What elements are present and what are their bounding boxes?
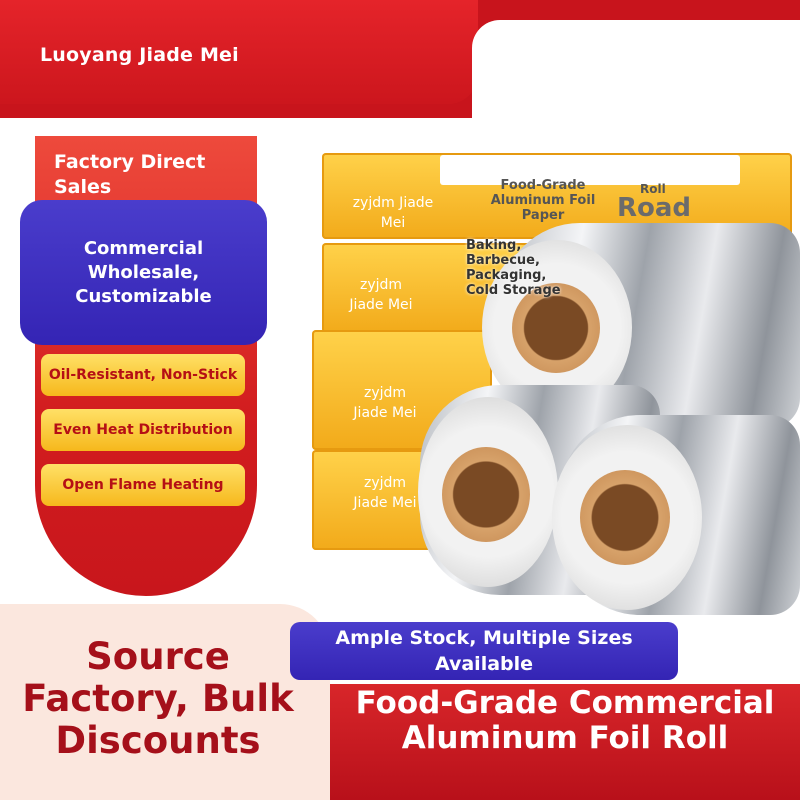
bottom-title-banner xyxy=(300,684,800,800)
bulk-discount-slogan: Source Factory, Bulk Discounts xyxy=(22,635,294,762)
overlay-roll: Roll xyxy=(640,182,666,196)
brand-name: Luoyang Jiade Mei xyxy=(40,44,239,66)
foil-roll-left-core xyxy=(442,447,530,542)
feature-pill-oil-resistant: Oil-Resistant, Non-Stick xyxy=(41,354,245,396)
overlay-uses: Baking, Barbecue, Packaging, Cold Storag… xyxy=(466,238,561,298)
header-red-tab xyxy=(0,0,478,104)
factory-direct-label: Factory Direct Sales xyxy=(54,151,206,198)
foil-roll-top-core xyxy=(512,283,600,373)
bottom-slogan-panel xyxy=(0,604,330,800)
box-label-4: zyjdm Jiade Mei xyxy=(353,475,417,511)
box-top-panel xyxy=(440,155,740,185)
overlay-product-title: Food-Grade Aluminum Foil Paper xyxy=(490,178,596,223)
overlay-road: Road xyxy=(617,193,692,223)
feature-pill-open-flame: Open Flame Heating xyxy=(41,464,245,506)
stock-banner: Ample Stock, Multiple Sizes Available xyxy=(290,622,678,680)
wholesale-highlight: Commercial Wholesale, Customizable xyxy=(20,200,267,345)
box-label-1: zyjdm Jiade Mei xyxy=(352,195,434,231)
product-title: Food-Grade Commercial Aluminum Foil Roll xyxy=(355,685,775,756)
header-white-area xyxy=(472,20,800,118)
product-photo: zyjdm Jiade Mei zyjdm Jiade Mei zyjdm Ji… xyxy=(300,135,800,615)
box-label-3: zyjdm Jiade Mei xyxy=(353,385,417,421)
box-label-2: zyjdm Jiade Mei xyxy=(349,277,413,313)
foil-roll-right-core xyxy=(580,470,670,565)
feature-pill-even-heat: Even Heat Distribution xyxy=(41,409,245,451)
